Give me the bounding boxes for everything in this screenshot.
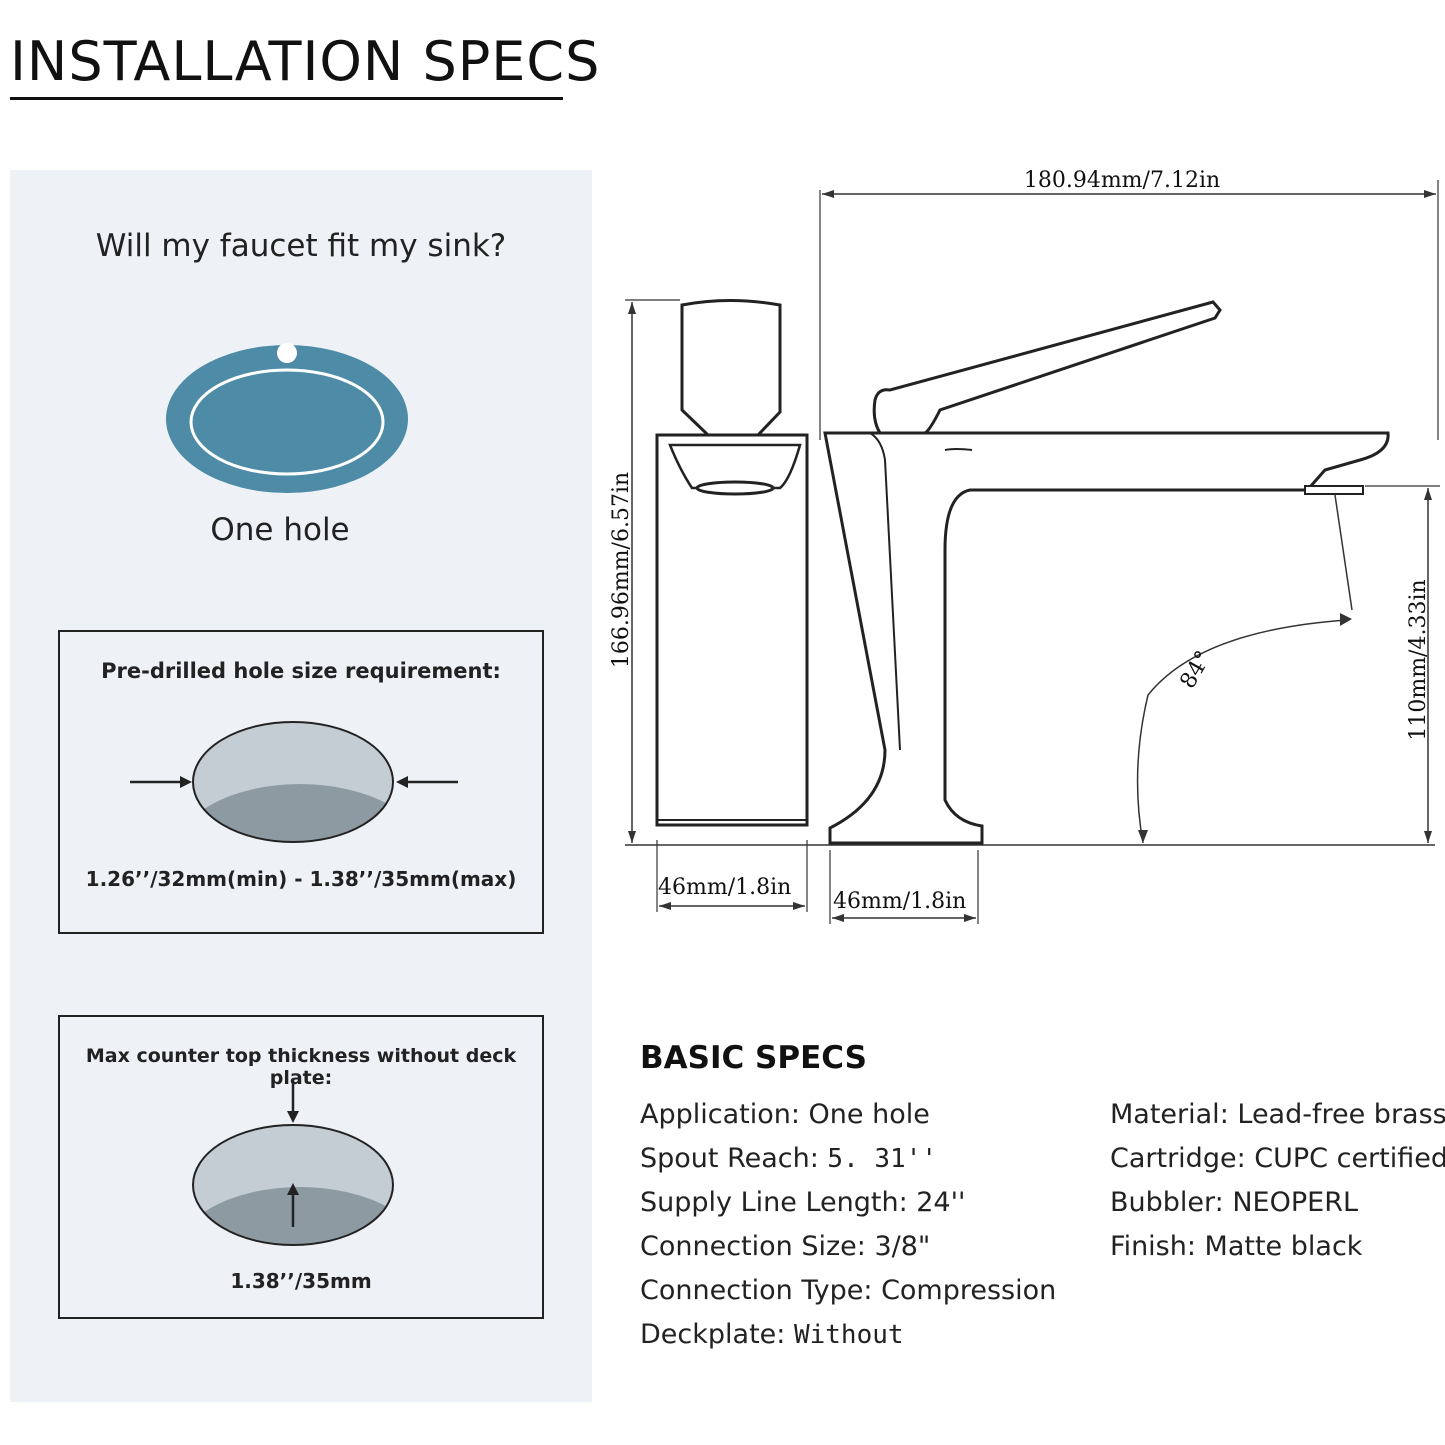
spec-connection-size: Connection Size: 3/8" bbox=[640, 1231, 931, 1262]
base-width-front-dimension: 46mm/1.8in bbox=[656, 840, 808, 912]
sink-fit-panel: Will my faucet fit my sink? One hole Pre… bbox=[10, 170, 592, 1402]
page-title: INSTALLATION SPECS bbox=[10, 30, 601, 93]
spec-connection-type: Connection Type: Compression bbox=[640, 1275, 1057, 1306]
spout-height-dimension: 110mm/4.33in bbox=[1365, 485, 1440, 843]
hole-diameter-diagram bbox=[130, 721, 458, 843]
spec-cartridge: Cartridge: CUPC certified bbox=[1110, 1143, 1445, 1174]
faucet-front-view bbox=[655, 299, 809, 827]
faucet-dimension-diagram: 180.94mm/7.12in 166.96mm/6.57in 110mm/4.… bbox=[609, 168, 1440, 924]
hole-size-box: Pre-drilled hole size requirement: 1.26’… bbox=[58, 630, 544, 934]
base-width-side-label: 46mm/1.8in bbox=[833, 889, 966, 914]
width-dim-label: 180.94mm/7.12in bbox=[1024, 168, 1220, 193]
height-dim-label: 166.96mm/6.57in bbox=[609, 472, 634, 668]
angle-indicator: 84° bbox=[1136, 494, 1353, 844]
spec-spout-reach: Spout Reach: 5. 31'' bbox=[640, 1143, 937, 1174]
height-dimension: 166.96mm/6.57in bbox=[609, 299, 680, 843]
width-dimension: 180.94mm/7.12in bbox=[819, 168, 1439, 440]
thickness-measurement: 1.38’’/35mm bbox=[230, 1269, 372, 1293]
thickness-box: Max counter top thickness without deck p… bbox=[58, 1015, 544, 1319]
spout-height-label: 110mm/4.33in bbox=[1406, 579, 1431, 740]
hole-size-measurement: 1.26’’/32mm(min) - 1.38’’/35mm(max) bbox=[85, 867, 517, 891]
thickness-diagram bbox=[192, 1079, 394, 1246]
angle-label: 84° bbox=[1176, 647, 1217, 693]
base-width-front-label: 46mm/1.8in bbox=[658, 875, 791, 900]
fit-question: Will my faucet fit my sink? bbox=[95, 228, 507, 264]
one-hole-sink-icon bbox=[166, 343, 408, 493]
sink-type-label: One hole bbox=[210, 512, 350, 548]
specs-column-left: Application: One hole Spout Reach: 5. 31… bbox=[640, 1093, 1056, 1357]
spec-supply-line: Supply Line Length: 24'' bbox=[640, 1187, 966, 1218]
basic-specs-title: BASIC SPECS bbox=[640, 1040, 867, 1076]
thickness-heading: Max counter top thickness without deck p… bbox=[85, 1045, 517, 1089]
title-underline bbox=[10, 97, 563, 100]
specs-column-right: Material: Lead-free brass Cartridge: CUP… bbox=[1110, 1093, 1445, 1269]
base-width-side-dimension: 46mm/1.8in bbox=[829, 850, 979, 924]
spec-finish: Finish: Matte black bbox=[1110, 1231, 1363, 1262]
spec-material: Material: Lead-free brass bbox=[1110, 1099, 1445, 1130]
spec-bubbler: Bubbler: NEOPERL bbox=[1110, 1187, 1358, 1218]
hole-size-heading: Pre-drilled hole size requirement: bbox=[101, 659, 501, 683]
faucet-side-view bbox=[823, 300, 1390, 845]
spec-deckplate: Deckplate: Without bbox=[640, 1319, 904, 1350]
spec-application: Application: One hole bbox=[640, 1099, 930, 1130]
